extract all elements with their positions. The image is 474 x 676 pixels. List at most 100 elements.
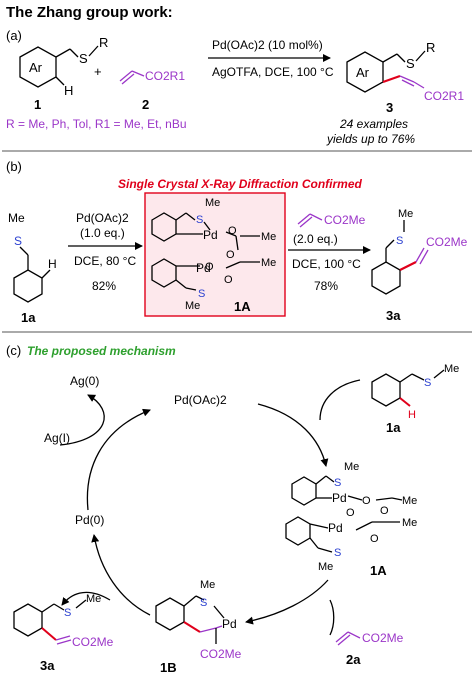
int-1B-sulfur: S — [200, 597, 207, 609]
dimer-o1: O — [228, 225, 237, 237]
cycle-1a-sulfur: S — [424, 377, 431, 389]
dimer-s-bottom: S — [198, 288, 205, 300]
label-1a-b: 1a — [21, 310, 36, 325]
substrate-entry-arrow — [319, 379, 361, 421]
cycle-dimer-o4: O — [370, 533, 379, 545]
label-2a-c: 2a — [346, 652, 361, 667]
cycle-arrow-ch-activation — [257, 403, 329, 467]
int-1B-me: Me — [200, 579, 215, 591]
substrate-1a-structure — [13, 246, 51, 303]
cycle-arrow-insertion — [245, 579, 329, 625]
cycle-dimer-me-top: Me — [344, 461, 359, 473]
sulfur-label: S — [79, 51, 88, 66]
int-1B-pd: Pd — [222, 617, 237, 631]
cycle-dimer-s-bottom: S — [334, 547, 341, 559]
ag0-label: Ag(0) — [70, 374, 99, 388]
acrylate-2a-structure — [335, 631, 361, 646]
plus-sign: + — [94, 64, 102, 79]
product-r-label: R — [426, 40, 435, 55]
acrylate-2-structure — [119, 70, 145, 85]
aryl-label: Ar — [29, 60, 43, 75]
dimer-o3: O — [205, 261, 214, 273]
conditions-2: DCE, 100 °C — [292, 257, 361, 271]
label-1B-c: 1B — [160, 660, 177, 675]
label-3a-c: 3a — [40, 658, 55, 673]
cycle-arrow-reoxidation — [86, 408, 151, 511]
acrylate-ester-label: CO2R1 — [145, 69, 185, 83]
substrate-h-label: H — [48, 257, 57, 271]
product-3-structure — [346, 50, 426, 93]
compound-label-3: 3 — [386, 100, 393, 115]
substrate-1a-cycle-structure — [371, 369, 445, 407]
cycle-3a-sulfur: S — [64, 607, 71, 619]
cycle-dimer-me-ac1: Me — [402, 495, 417, 507]
dimer-pd-bottom: Pd — [196, 261, 211, 275]
r-group-label: R — [99, 35, 108, 50]
silver-arrow — [59, 394, 105, 446]
yield-1: 82% — [92, 279, 116, 293]
cycle-dimer-o2: O — [380, 505, 389, 517]
dimer-me-bottom: Me — [185, 300, 200, 312]
part-b-label: (b) — [6, 159, 22, 174]
part-c-label: (c) — [6, 343, 21, 358]
pdoac2-label: Pd(OAc)2 — [174, 393, 227, 407]
product-3a-structure-b — [371, 220, 429, 295]
dimer-me-acetate-2: Me — [261, 257, 276, 269]
agI-label: Ag(I) — [44, 431, 70, 445]
acrylate-ester-b: CO2Me — [324, 213, 366, 227]
dimer-o2: O — [226, 249, 235, 261]
conditions-line-2: AgOTFA, DCE, 100 °C — [212, 65, 334, 79]
yield-2: 78% — [314, 279, 338, 293]
yield-summary: yields up to 76% — [326, 132, 415, 146]
ortho-h-label: H — [64, 83, 73, 98]
cycle-dimer-s-top: S — [334, 477, 341, 489]
int-1B-ester: CO2Me — [200, 647, 242, 661]
xray-banner: Single Crystal X-Ray Diffraction Confirm… — [118, 177, 362, 191]
reagent-1-line-2: (1.0 eq.) — [80, 226, 125, 240]
reagent-1-line-1: Pd(OAc)2 — [76, 211, 129, 225]
product-b-ester: CO2Me — [426, 235, 468, 249]
product-3a-cycle-structure — [13, 599, 87, 645]
intermediate-1B-structure — [155, 595, 225, 644]
page-title: The Zhang group work: — [6, 4, 173, 21]
acrylate-reagent-b — [297, 213, 323, 228]
product-b-sulfur: S — [396, 235, 403, 247]
cycle-3a-me: Me — [86, 593, 101, 605]
dimer-s-top: S — [196, 214, 203, 226]
product-b-me: Me — [398, 208, 413, 220]
cycle-dimer-o3: O — [346, 507, 355, 519]
part-a-label: (a) — [6, 28, 22, 43]
label-1a-c: 1a — [386, 420, 401, 435]
cycle-dimer-o1: O — [362, 495, 371, 507]
substrate-scope: R = Me, Ph, Tol, R1 = Me, Et, nBu — [6, 117, 187, 131]
product-release-arrow — [61, 591, 111, 606]
product-ester-label: CO2R1 — [424, 89, 464, 103]
label-1A-c: 1A — [370, 563, 387, 578]
dimer-pd-top: Pd — [203, 228, 218, 242]
compound-label-1: 1 — [34, 97, 41, 112]
cycle-1a-h: H — [408, 409, 416, 421]
substrate-sulfur-label: S — [14, 234, 22, 248]
reagent-2: (2.0 eq.) — [293, 232, 338, 246]
substrate-me-label: Me — [8, 211, 25, 225]
product-aryl-label: Ar — [356, 65, 370, 80]
cycle-3a-ester: CO2Me — [72, 635, 114, 649]
dimer-1A-cycle-structure — [285, 475, 403, 553]
cycle-dimer-pd-bottom: Pd — [328, 521, 343, 535]
cycle-arrow-elimination — [91, 534, 151, 616]
dimer-o4: O — [224, 274, 233, 286]
crystal-structure-frame — [144, 192, 286, 317]
label-1A-b: 1A — [234, 299, 251, 314]
cycle-dimer-me-ac2: Me — [402, 517, 417, 529]
label-3a-b: 3a — [386, 308, 401, 323]
palladacycle-dimer-1A-structure — [151, 212, 260, 291]
acrylate-entry-arrow — [329, 599, 335, 636]
reactant-1-structure — [19, 45, 99, 88]
acrylate-2a-ester: CO2Me — [362, 631, 404, 645]
conditions-line-1: Pd(OAc)2 (10 mol%) — [212, 38, 323, 52]
mechanism-heading: The proposed mechanism — [27, 344, 176, 358]
examples-count: 24 examples — [339, 117, 408, 131]
cycle-dimer-pd-top: Pd — [332, 491, 347, 505]
conditions-1: DCE, 80 °C — [74, 254, 136, 268]
